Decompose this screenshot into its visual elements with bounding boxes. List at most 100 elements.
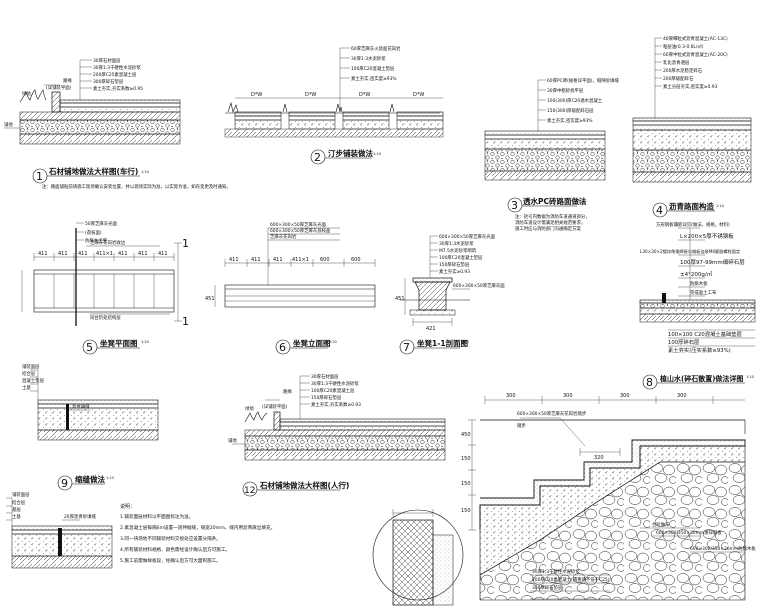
notes-line-3: 3.同一块场地不同铺装材料交接处应设置分隔条。 (120, 535, 221, 542)
joint-label-3: 20厚沥青砂填缝 (64, 513, 97, 520)
detail-5-plan (21, 222, 182, 326)
d7-dim-width: 421 (426, 326, 436, 332)
d7-title: 坐凳1-1剖面图 (417, 338, 469, 348)
d4-layer-2: 粘层油(0.3-0.6L/㎡) (663, 43, 704, 50)
stair-dim-2: 300 (563, 393, 573, 399)
d12-layer-5: 素土夯实,夯实系数≥0.93 (311, 401, 361, 408)
d5-label-3: 防腐木坐凳 (85, 237, 108, 244)
joint-label-4: 基层 (12, 506, 21, 513)
d4-layer-4: 乳化沥青透层 (663, 59, 690, 66)
d9-label-3: 混凝土垫层 (22, 377, 45, 384)
d12-layer-3: 100厚C20素混凝土层 (311, 387, 355, 394)
d6-dim-3: 411 (273, 257, 283, 263)
d9-scale: 1:10 (106, 476, 114, 480)
stair-dim-3: 300 (620, 393, 630, 399)
d12-label-curb: 路缘 (283, 388, 292, 395)
d5-dim-1: 411 (38, 251, 48, 257)
d2-layer-1: 60厚芝麻灰火烧面花岗岩 (351, 45, 401, 52)
d8-number: 8 (646, 376, 653, 389)
d6-dim-6: 600 (351, 257, 361, 263)
d2-dim-3: D*W (359, 92, 370, 98)
d12-label-green: 绿地 (245, 405, 254, 412)
d12-layer-2: 30厚1:3干硬性水泥砂浆 (311, 380, 359, 387)
detail-8-section (639, 227, 756, 347)
d1-label-paving: 铺地 (4, 121, 13, 128)
d1-label-curb: 路缘 (63, 77, 72, 84)
d6-title: 坐凳立面图 (293, 338, 331, 348)
notes-title: 说明： (120, 503, 135, 510)
d3-title-block (507, 197, 577, 213)
d12-label-ref: (详铺装平面) (262, 403, 288, 410)
stair-label-7: 300厚碎石垫层 (532, 584, 563, 591)
d12-layer-1: 30厚石材面层 (311, 373, 339, 380)
d12-title-block (242, 481, 340, 497)
d6-dim-height: 451 (205, 296, 215, 302)
d1-number: 1 (36, 170, 43, 183)
detail-1-section (4, 59, 181, 145)
d5-label-4: 芝麻灰花岗岩收边 (90, 239, 126, 246)
d5-dim-2: 411 (58, 251, 68, 257)
d7-label-7: 600×300×50厚芝麻灰面 (453, 282, 505, 289)
joint-label-2: 结合层 (12, 499, 26, 506)
d12-label-paving: 铺地 (228, 437, 237, 444)
detail-2-section (224, 47, 444, 138)
d4-layer-5: 200厚水泥稳定碎石 (663, 67, 703, 74)
d2-scale: 1:10 (373, 152, 381, 156)
stair-vdim-3: 150 (461, 481, 471, 487)
d6-number: 6 (279, 341, 286, 354)
d5-dim-6: 411 (138, 251, 148, 257)
d3-note-1: 注：括号内数据为消防车道通道部分， (515, 213, 590, 220)
d1-scale: 1:10 (141, 170, 149, 174)
d3-scale: 1:10 (578, 200, 586, 204)
stair-vdim-1: 450 (461, 432, 471, 438)
d2-layer-2: 30厚1:3水泥砂浆 (351, 55, 386, 62)
notes-line-4: 4.所有铺装材料规格、颜色需经设计确认后方可施工。 (120, 546, 230, 553)
d3-title: 透水PC砖路面做法 (523, 196, 587, 206)
d7-label-4: 100厚C20混凝土垫层 (439, 254, 483, 261)
curb-detail-circle (372, 509, 464, 606)
d5-section-top: 1 (182, 237, 189, 250)
stair-label-1: 600×300×50厚芝麻灰花岗岩踏步 (517, 410, 587, 417)
joint-label-5: 土基 (12, 513, 21, 520)
d5-dim-7: 411 (158, 251, 168, 257)
detail-3-section (484, 79, 606, 181)
stair-section (468, 396, 746, 601)
detail-6-elevation (214, 227, 376, 308)
d7-label-2: 30厚1:3水泥砂浆 (439, 240, 474, 247)
stair-vdim-2: 150 (461, 456, 471, 462)
d4-layer-3: 60厚中粒式沥青混凝土(AC-20C) (663, 51, 728, 58)
notes-line-1: 1.铺装面层材料以平面图标注为准。 (120, 513, 193, 520)
d3-layer-3: 100(300)厚C20透水混凝土 (547, 97, 603, 104)
d3-layer-5: 素土夯实,密实度≥93% (547, 117, 593, 124)
d5-dim-5: 411 (118, 251, 128, 257)
d1-title: 石材铺地做法大样图(车行) (48, 166, 138, 176)
d7-title-block (399, 339, 460, 355)
d1-layer-5: 素土夯实,夯实系数≥0.95 (93, 85, 143, 92)
d12-layer-4: 150厚碎石垫层 (311, 394, 342, 401)
d9-label-1: 铺装面层 (22, 363, 40, 370)
d3-number: 3 (511, 199, 518, 212)
joint-label-1: 铺装面层 (12, 491, 30, 498)
d7-label-5: 150厚碎石垫层 (439, 261, 470, 268)
d7-label-1: 600×300×50厚芝麻灰光面 (439, 233, 496, 240)
d5-title: 坐凳平面图 (100, 338, 138, 348)
d4-layer-7: 素土分层夯实,密实度≥0.93 (663, 83, 718, 90)
d8-label-3: L30×30×2镀锌角钢焊接与钢板连接M6膨胀螺栓固定 (640, 248, 740, 255)
d8-label-7: 完成面土工布 (690, 289, 717, 296)
stair-label-2: 踏步 (517, 422, 526, 429)
stair-hdim: 320 (594, 455, 604, 461)
d4-number: 4 (656, 204, 663, 217)
d6-dim-5: 600 (320, 257, 330, 263)
d8-label-6: 防腐木板 (690, 280, 708, 287)
d2-title: 汀步铺装做法 (328, 148, 373, 158)
stair-dim-1: 300 (506, 393, 516, 399)
d6-title-block (275, 339, 328, 355)
notes-line-2: 2.素混凝土层每隔6m设置一道伸缩缝，缝宽20mm，缝内用沥青麻丝填充。 (120, 524, 275, 531)
d1-label-ref: (详铺装平面) (46, 84, 72, 91)
d2-dim-1: D*W (251, 92, 262, 98)
d7-scale: 1:20 (461, 340, 469, 344)
d2-dim-2: D*W (305, 92, 316, 98)
d1-layer-3: 200厚C25素混凝土层 (93, 71, 137, 78)
d1-label-green: 绿地 (22, 90, 31, 97)
detail-12-section (232, 375, 446, 461)
